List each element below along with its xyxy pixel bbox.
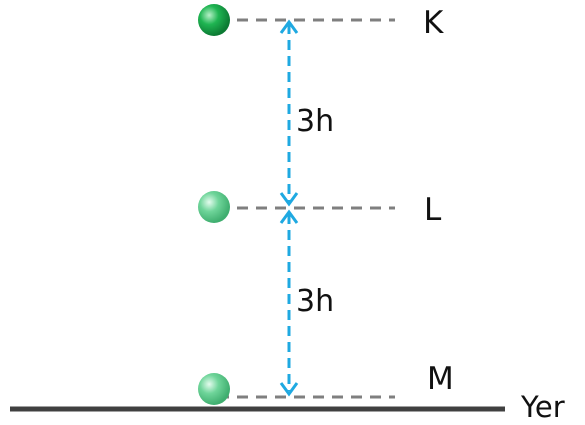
level-label-m: M xyxy=(427,361,454,397)
ball-m xyxy=(198,373,230,405)
ball-l xyxy=(198,191,230,223)
ground-label: Yer xyxy=(520,390,565,424)
ball-k xyxy=(198,4,230,36)
distance-label-l-m: 3h xyxy=(296,284,334,319)
distance-arrow-l-m xyxy=(279,209,299,397)
level-label-l: L xyxy=(424,192,442,228)
distance-arrow-k-l xyxy=(279,19,299,207)
level-label-k: K xyxy=(423,5,444,41)
distance-label-k-l: 3h xyxy=(296,104,334,139)
